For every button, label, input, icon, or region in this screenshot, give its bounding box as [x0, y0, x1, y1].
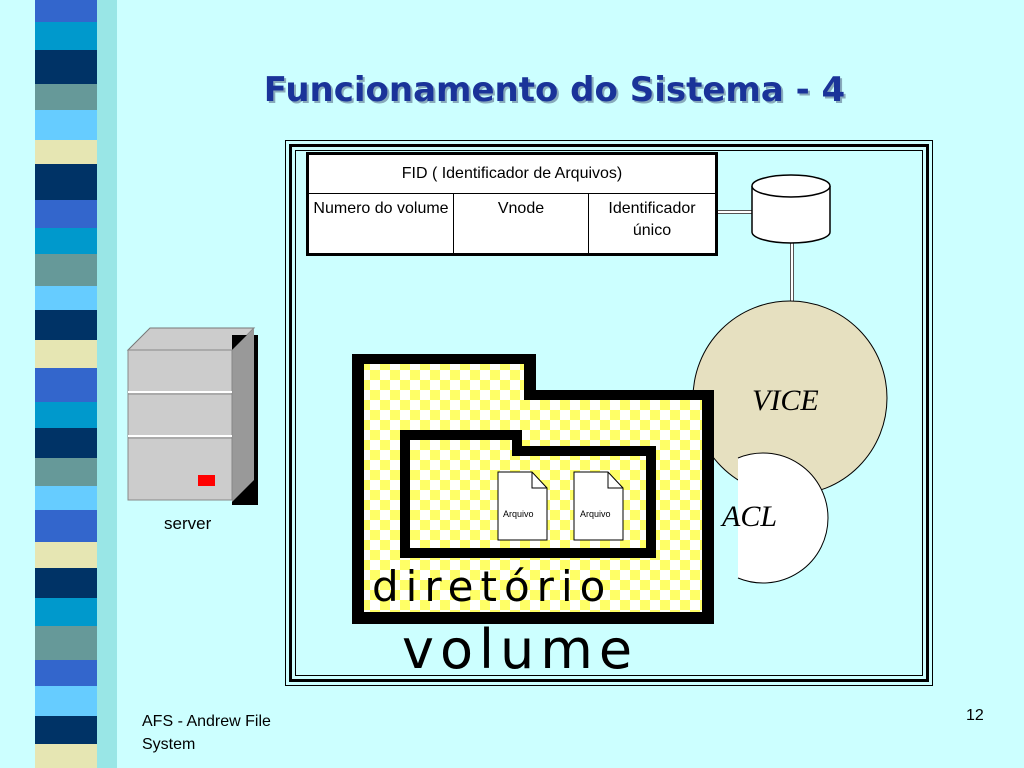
- stripe-block: [35, 402, 97, 428]
- stripe-block: [35, 228, 97, 254]
- file-icon: [573, 471, 624, 541]
- vice-label: VICE: [752, 384, 819, 417]
- database-icon: [751, 174, 831, 244]
- stripe-shadow: [97, 0, 117, 768]
- acl-circle: [737, 452, 829, 584]
- directory-label: diretório: [372, 562, 613, 611]
- stripe-block: [35, 22, 97, 50]
- stripe-block: [35, 84, 97, 110]
- volume-frame-outer: [285, 140, 933, 686]
- file-label: Arquivo: [503, 509, 534, 519]
- volume-frame: [289, 144, 929, 682]
- volume-frame-inner: [295, 150, 923, 676]
- stripe-block: [35, 626, 97, 660]
- stripe-block: [35, 686, 97, 716]
- stripe-block: [35, 368, 97, 402]
- stripe-block: [35, 340, 97, 368]
- fid-col-volume: Numero do volume: [307, 193, 454, 255]
- file-icon: [497, 471, 548, 541]
- volume-label: volume: [402, 618, 639, 681]
- fid-col-vnode: Vnode: [453, 193, 589, 255]
- slide-title: Funcionamento do Sistema - 4: [263, 70, 846, 110]
- stripe-block: [35, 458, 97, 486]
- stripe-block: [35, 50, 97, 84]
- fid-table-header: FID ( Identificador de Arquivos): [307, 153, 717, 194]
- stripe-block: [35, 486, 97, 510]
- stripe-block: [35, 568, 97, 598]
- stripe-block: [35, 716, 97, 744]
- stripe-block: [35, 598, 97, 626]
- stripe-block: [35, 660, 97, 686]
- stripe-block: [35, 428, 97, 458]
- fid-table: FID ( Identificador de Arquivos) Numero …: [306, 152, 718, 256]
- stripe-block: [35, 542, 97, 568]
- stripe-block: [35, 510, 97, 542]
- stripe-block: [35, 310, 97, 340]
- stripe-block: [35, 164, 97, 200]
- server-label: server: [164, 514, 212, 533]
- page-number: 12: [966, 707, 984, 724]
- file-label: Arquivo: [580, 509, 611, 519]
- stripe-block: [35, 200, 97, 228]
- server-icon: [126, 327, 258, 505]
- acl-label: ACL: [722, 500, 778, 533]
- footer-text: AFS - Andrew File System: [142, 713, 271, 753]
- stripe-block: [35, 744, 97, 768]
- decorative-stripe: [35, 0, 97, 768]
- stripe-block: [35, 0, 97, 22]
- stripe-block: [35, 140, 97, 164]
- stripe-block: [35, 286, 97, 310]
- stripe-block: [35, 110, 97, 140]
- stripe-block: [35, 254, 97, 286]
- fid-col-unique-id: Identificador único: [588, 193, 717, 255]
